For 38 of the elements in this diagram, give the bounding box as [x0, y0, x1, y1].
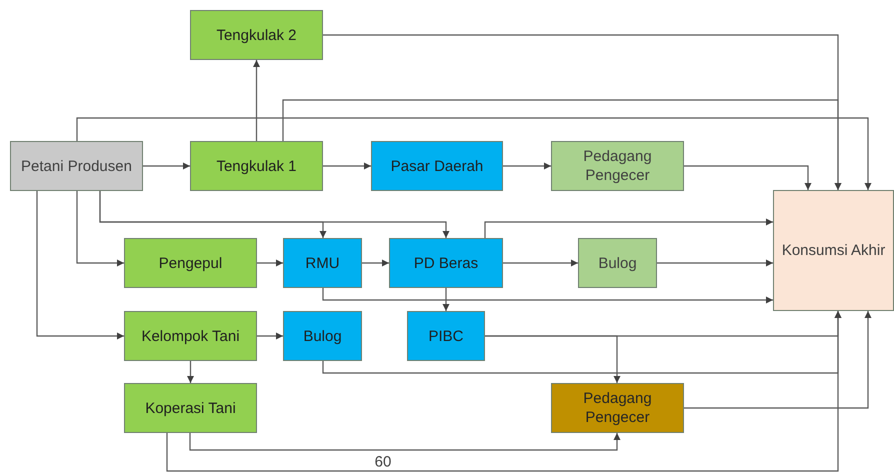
process-box: Pedagang Pengecer	[551, 383, 684, 433]
arrow	[503, 260, 578, 266]
arrow	[257, 260, 283, 266]
arrow	[143, 162, 190, 170]
arrow	[442, 288, 450, 311]
arrow	[253, 60, 260, 141]
arrow	[76, 117, 872, 190]
arrow	[684, 311, 872, 409]
process-box: PIBC	[407, 311, 485, 361]
process-box: Bulog	[578, 238, 657, 288]
arrow	[362, 260, 389, 266]
process-box: Pedagang Pengecer	[551, 141, 684, 191]
process-box: RMU	[283, 238, 362, 288]
process-box: Tengkulak 2	[190, 10, 323, 60]
arrow	[76, 191, 124, 266]
process-box: Pasar Daerah	[371, 141, 503, 191]
arrow	[187, 361, 194, 383]
arrow	[257, 332, 283, 340]
process-box: Koperasi Tani	[124, 383, 257, 433]
arrow	[36, 191, 124, 340]
process-box: Kelompok Tani	[124, 311, 257, 361]
arrow	[166, 311, 842, 472]
arrow	[485, 335, 620, 383]
arrow	[322, 288, 773, 304]
arrow	[657, 260, 773, 266]
process-box: Tengkulak 1	[190, 141, 323, 191]
process-box: Konsumsi Akhir	[773, 190, 894, 311]
process-box: Petani Produsen	[10, 141, 143, 191]
process-box: Pengepul	[124, 238, 257, 288]
arrow	[323, 162, 371, 170]
arrow	[99, 191, 450, 238]
process-box: Bulog	[283, 311, 362, 361]
arrow	[503, 162, 551, 170]
arrow	[484, 218, 773, 238]
arrow	[684, 165, 812, 190]
arrow	[282, 99, 842, 190]
process-box: PD Beras	[389, 238, 503, 288]
arrow	[189, 433, 620, 451]
